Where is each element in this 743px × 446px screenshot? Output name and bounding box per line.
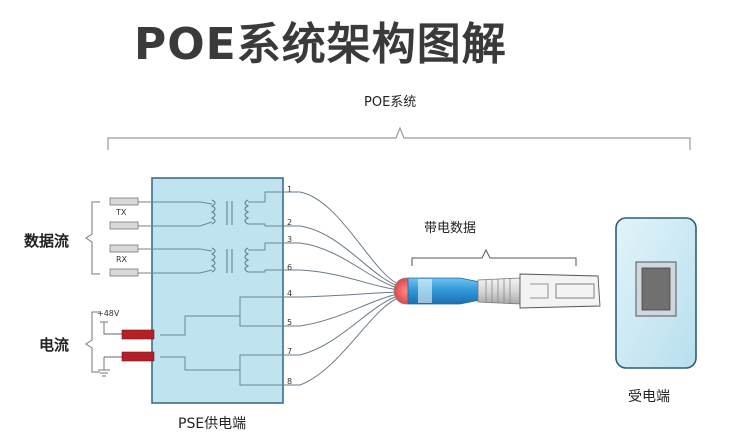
rx-label: RX — [116, 255, 128, 264]
pse-box — [151, 177, 284, 404]
pd-device — [615, 217, 697, 369]
ethernet-cable — [393, 273, 601, 309]
pin-label: 5 — [287, 318, 293, 327]
pin-label: 2 — [287, 218, 293, 227]
pin-wires — [283, 191, 399, 386]
voltage-label: +48V — [97, 309, 120, 318]
pin-label: 7 — [287, 347, 293, 356]
page-title: POE系统架构图解 — [134, 19, 507, 70]
data-stream-label: 数据流 — [24, 232, 70, 250]
resistor-red — [121, 351, 155, 362]
pse-label: PSE供电端 — [178, 416, 247, 432]
transformer-rx — [210, 247, 250, 273]
cable-brace — [411, 248, 577, 266]
pin-label: 6 — [287, 263, 293, 272]
pin-label: 8 — [287, 377, 293, 386]
power-brace — [85, 311, 100, 373]
system-brace — [107, 126, 691, 150]
pd-label: 受电端 — [628, 389, 670, 405]
pin-label: 4 — [287, 289, 293, 298]
pin-label: 3 — [287, 235, 293, 244]
tx-label: TX — [116, 208, 127, 217]
power-label: 电流 — [39, 336, 70, 354]
pin-label: 1 — [287, 185, 293, 194]
power-source — [98, 321, 122, 377]
resistor-red — [121, 329, 155, 340]
data-brace — [85, 201, 100, 275]
powered-data-label: 带电数据 — [424, 221, 477, 236]
transformer-tx — [210, 199, 250, 225]
poe-system-label: POE系统 — [364, 95, 417, 110]
